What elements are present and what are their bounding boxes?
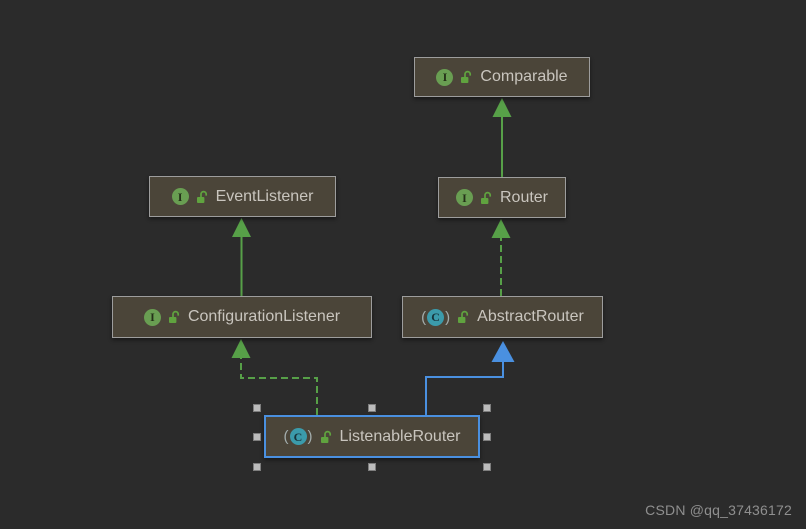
arrowhead-icon xyxy=(491,219,511,238)
node-label: ConfigurationListener xyxy=(187,308,341,325)
node-eventlistener[interactable]: I EventListener xyxy=(149,176,336,217)
selection-handle-top-left[interactable] xyxy=(253,404,261,412)
node-label: Router xyxy=(499,188,549,206)
node-label: Comparable xyxy=(480,68,568,85)
interface-icon: I xyxy=(436,68,454,86)
edge-router-extends-comparable[interactable] xyxy=(492,98,512,177)
unlocked-icon xyxy=(461,70,472,83)
arrowhead-icon xyxy=(232,218,251,237)
edge-configurationlistener-extends-eventlistener[interactable] xyxy=(232,218,251,296)
selection-handle-bottom-middle[interactable] xyxy=(368,463,376,471)
abstract-class-icon: C xyxy=(284,428,313,445)
class-icon: C xyxy=(427,308,445,326)
node-router[interactable]: I Router xyxy=(438,177,566,218)
node-abstractrouter[interactable]: C AbstractRouter xyxy=(402,296,603,338)
unlocked-icon xyxy=(458,310,469,323)
node-label: ListenableRouter xyxy=(339,427,461,445)
class-icon: C xyxy=(289,428,307,445)
selection-handle-top-middle[interactable] xyxy=(368,404,376,412)
interface-icon: I xyxy=(455,189,473,206)
node-label: EventListener xyxy=(215,187,314,205)
node-label: AbstractRouter xyxy=(477,308,584,325)
arrowhead-icon xyxy=(491,341,515,362)
abstract-class-icon: C xyxy=(421,308,450,326)
unlocked-icon xyxy=(320,430,331,443)
edge-listenablerouter-extends-abstractrouter[interactable] xyxy=(425,341,515,415)
selection-handle-middle-left[interactable] xyxy=(253,433,261,441)
selection-handle-middle-right[interactable] xyxy=(483,433,491,441)
selection-handle-bottom-left[interactable] xyxy=(253,463,261,471)
unlocked-icon xyxy=(196,190,207,203)
unlocked-icon xyxy=(480,191,492,204)
node-comparable[interactable]: I Comparable xyxy=(414,57,590,97)
interface-icon: I xyxy=(143,308,161,326)
edge-listenablerouter-implements-configurationlistener[interactable] xyxy=(231,339,318,415)
selection-handle-bottom-right[interactable] xyxy=(483,463,491,471)
arrowhead-icon xyxy=(492,98,512,117)
interface-icon: I xyxy=(171,188,189,205)
edge-abstractrouter-implements-router[interactable] xyxy=(491,219,511,296)
arrowhead-icon xyxy=(231,339,251,358)
selection-handle-top-right[interactable] xyxy=(483,404,491,412)
node-configurationlistener[interactable]: I ConfigurationListener xyxy=(112,296,372,338)
csdn-watermark: CSDN @qq_37436172 xyxy=(645,502,792,518)
node-listenablerouter[interactable]: C ListenableRouter xyxy=(264,415,480,458)
unlocked-icon xyxy=(168,310,180,323)
